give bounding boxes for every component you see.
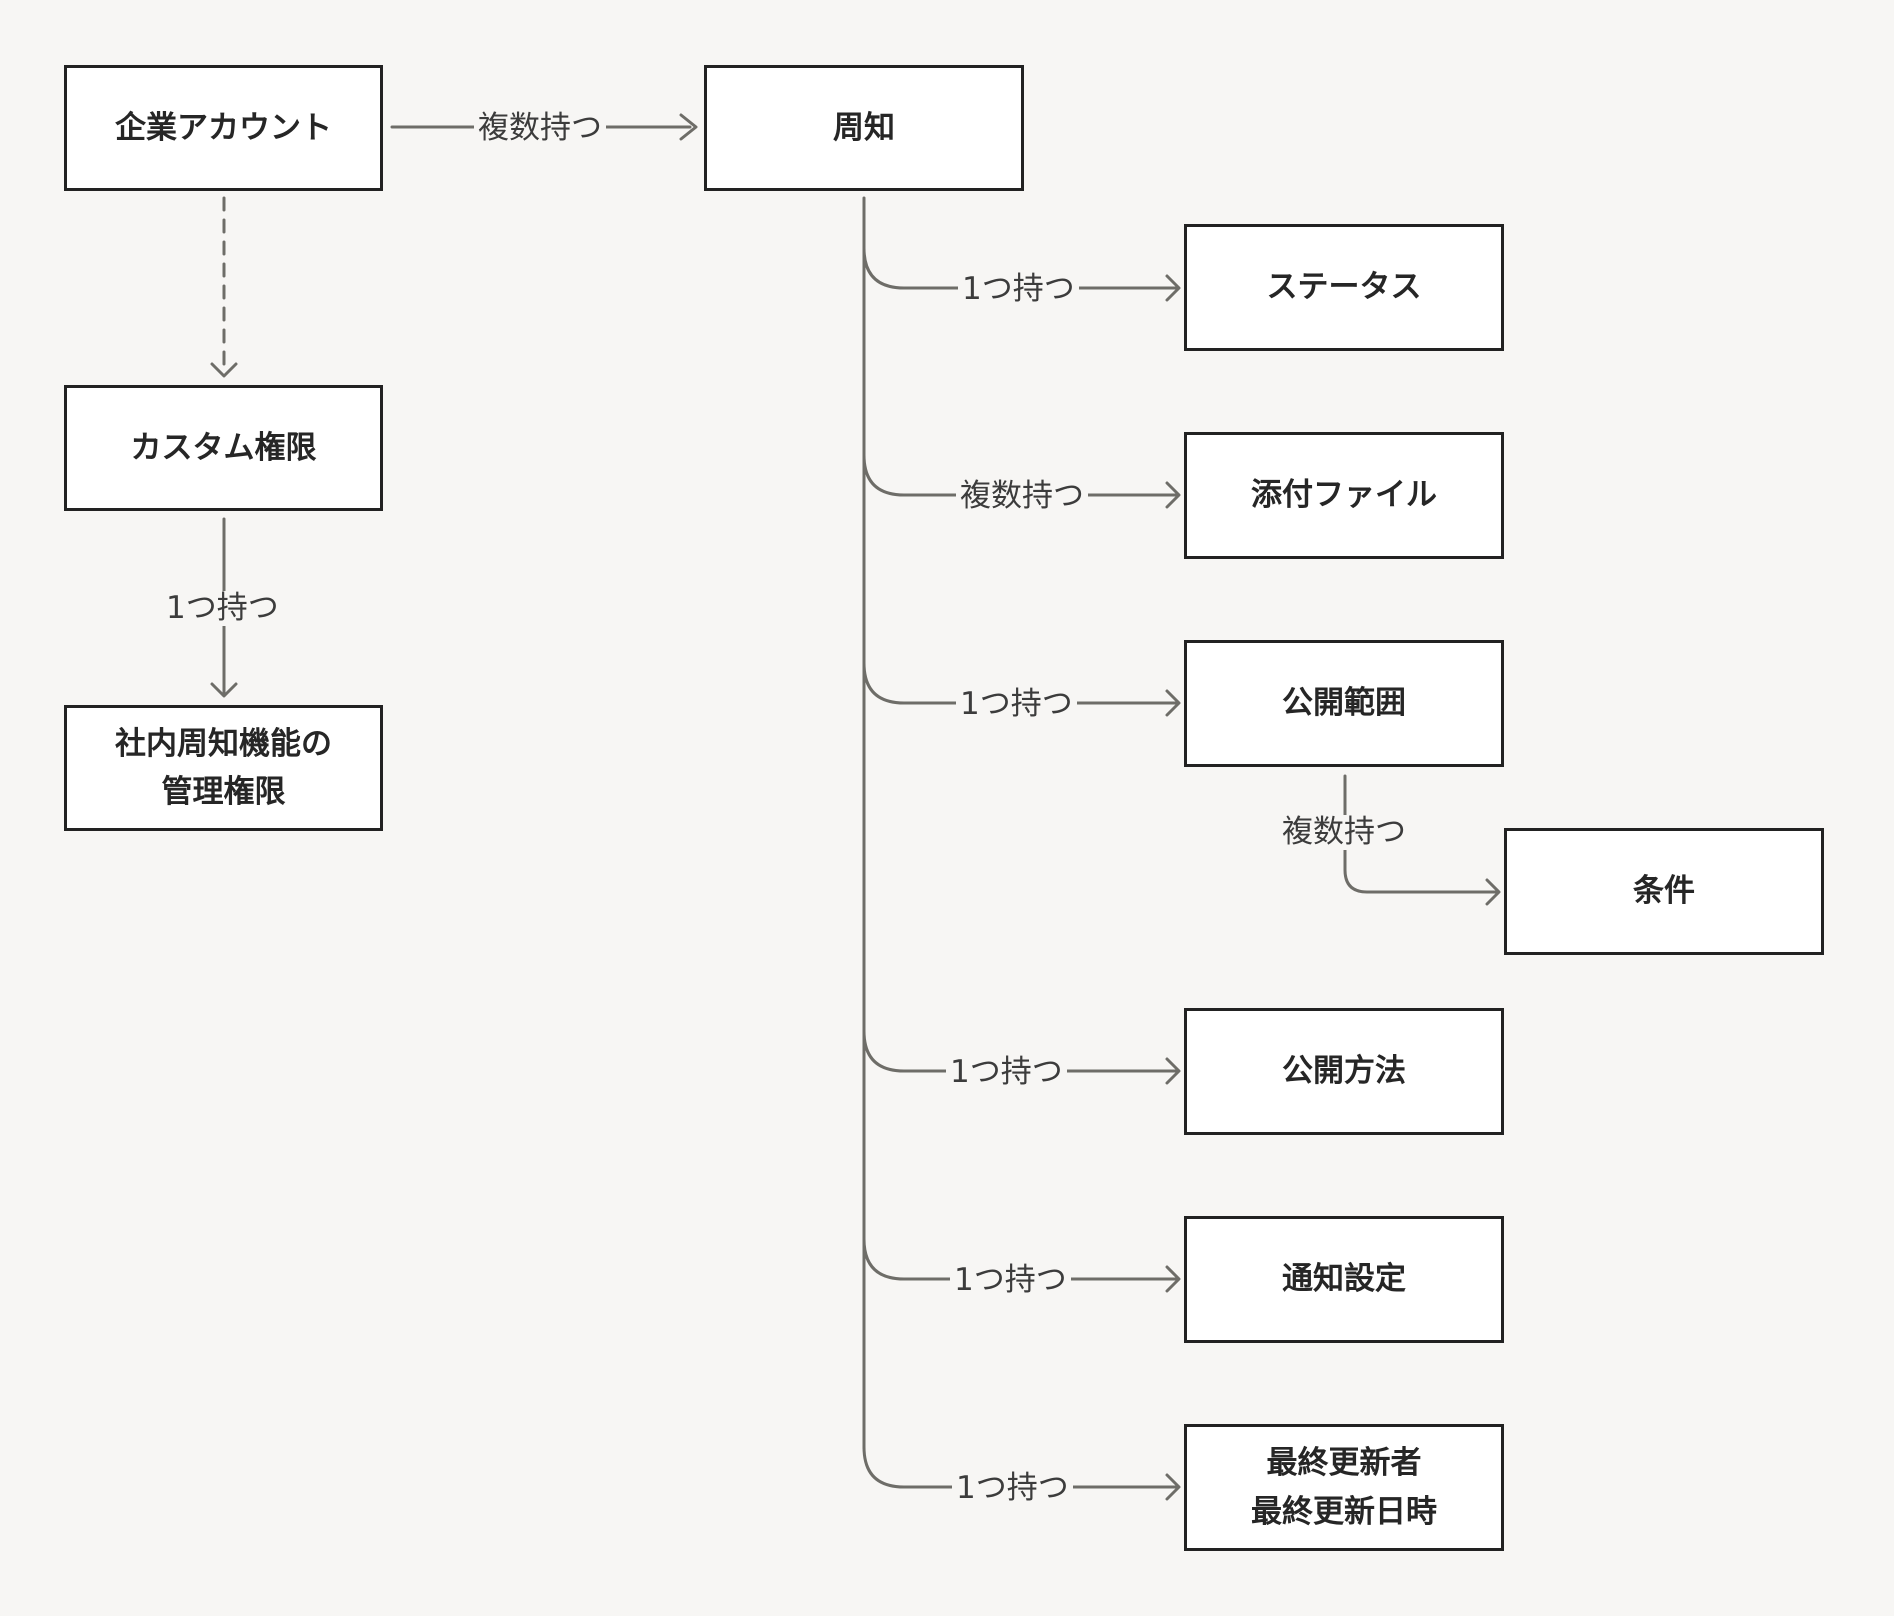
edge-label-notice-attachment: 複数持つ	[956, 479, 1088, 514]
edge-notice-lastupdated-line	[862, 1445, 1178, 1489]
node-attachment: 添付ファイル	[1184, 432, 1504, 559]
node-notification-settings: 通知設定	[1184, 1216, 1504, 1343]
arrowhead-status	[1165, 274, 1181, 302]
arrowhead-scope	[1165, 689, 1181, 717]
arrowhead-last-updated	[1165, 1473, 1181, 1501]
node-publish-method: 公開方法	[1184, 1008, 1504, 1135]
node-custom-permission: カスタム権限	[64, 385, 383, 511]
node-company-account-label: 企業アカウント	[115, 109, 332, 146]
node-company-account: 企業アカウント	[64, 65, 383, 191]
node-attachment-label: 添付ファイル	[1251, 477, 1437, 514]
arrowhead-custom-permission	[210, 362, 238, 378]
node-status: ステータス	[1184, 224, 1504, 351]
node-internal-notice-admin: 社内周知機能の 管理権限	[64, 705, 383, 831]
edge-notice-scope-line	[862, 661, 1178, 705]
edge-label-notice-scope: 1つ持つ	[956, 687, 1077, 722]
edge-label-scope-condition: 複数持つ	[1278, 815, 1410, 850]
node-internal-notice-admin-label: 社内周知機能の 管理権限	[115, 725, 332, 810]
node-publish-scope: 公開範囲	[1184, 640, 1504, 767]
arrowhead-notice	[679, 113, 698, 141]
arrowhead-condition	[1485, 878, 1501, 906]
edge-label-custom-admin: 1つ持つ	[162, 591, 283, 626]
arrowhead-method	[1165, 1057, 1181, 1085]
arrowhead-notification	[1165, 1265, 1181, 1293]
node-condition: 条件	[1504, 828, 1824, 955]
node-last-updated: 最終更新者 最終更新日時	[1184, 1424, 1504, 1551]
edge-label-notice-method: 1つ持つ	[946, 1055, 1067, 1090]
node-publish-scope-label: 公開範囲	[1282, 685, 1406, 722]
node-condition-label: 条件	[1633, 873, 1695, 910]
arrowhead-admin-permission	[210, 682, 238, 698]
edge-notice-notification-line	[862, 1237, 1178, 1281]
edge-label-notice-notification: 1つ持つ	[950, 1263, 1071, 1298]
edge-label-notice-last-updated: 1つ持つ	[952, 1471, 1073, 1506]
edge-label-notice-status: 1つ持つ	[958, 272, 1079, 307]
node-notice: 周知	[704, 65, 1024, 191]
edge-scope-condition-line	[1343, 774, 1498, 894]
node-notice-label: 周知	[833, 109, 895, 146]
node-status-label: ステータス	[1266, 269, 1422, 306]
node-publish-method-label: 公開方法	[1282, 1053, 1406, 1090]
node-notification-settings-label: 通知設定	[1282, 1261, 1406, 1298]
node-custom-permission-label: カスタム権限	[130, 429, 317, 466]
edge-notice-attachment-line	[862, 453, 1178, 497]
arrowhead-attachment	[1165, 481, 1181, 509]
edge-notice-status-line	[862, 246, 1178, 290]
edge-notice-method-line	[862, 1029, 1178, 1073]
node-last-updated-label: 最終更新者 最終更新日時	[1251, 1445, 1437, 1530]
edge-label-company-notice: 複数持つ	[474, 111, 606, 146]
